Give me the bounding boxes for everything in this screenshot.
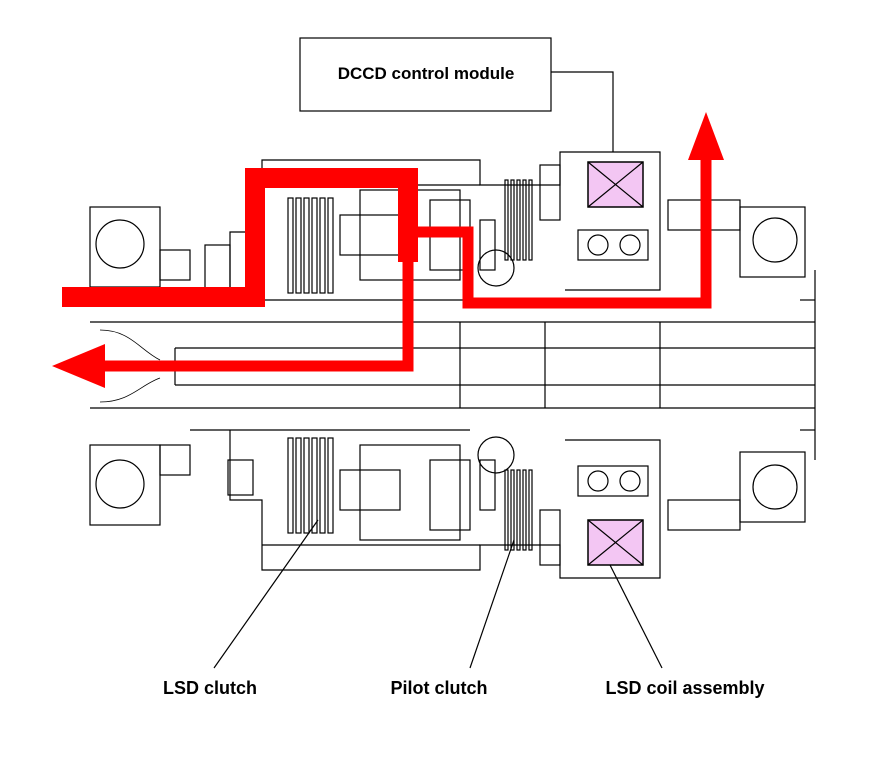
lsd-coil-leader: [609, 564, 663, 669]
lsd-clutch-plates-lower: [287, 437, 334, 534]
front-output-arrowhead: [688, 112, 724, 160]
lsd-clutch-leader: [213, 519, 319, 669]
torque-flow-input-path: [62, 168, 418, 307]
right-lower-bearing: [667, 451, 806, 531]
torque-flow-arrows: [52, 112, 724, 388]
pilot-clutch-plates-lower: [504, 469, 533, 551]
pilot-clutch-leader: [469, 539, 515, 669]
left-lower-bearing: [89, 444, 191, 526]
lsd-coil-upper: [587, 161, 644, 208]
torque-flow-rear-output-path: [100, 262, 414, 372]
lsd-coil-lower: [587, 519, 644, 566]
control-module-box: DCCD control module: [299, 37, 552, 112]
pilot-clutch-plates-upper: [504, 179, 533, 261]
lsd-clutch-plates-upper: [287, 197, 334, 294]
torque-flow-front-output-path: [408, 158, 712, 309]
right-upper-bearing: [667, 199, 806, 278]
lsd-coil-assembly-label: LSD coil assembly: [605, 678, 764, 698]
main-shaft: [90, 270, 816, 460]
lsd-clutch-label: LSD clutch: [163, 678, 257, 698]
lower-housing: [190, 429, 661, 579]
rear-output-arrowhead: [52, 344, 105, 388]
left-upper-bearing: [89, 206, 191, 288]
control-module-wire: [551, 71, 614, 152]
control-module-label: DCCD control module: [338, 64, 515, 83]
coil-bearings-lower: [577, 465, 649, 497]
pilot-clutch-label: Pilot clutch: [390, 678, 487, 698]
coil-bearings-upper: [577, 229, 649, 261]
